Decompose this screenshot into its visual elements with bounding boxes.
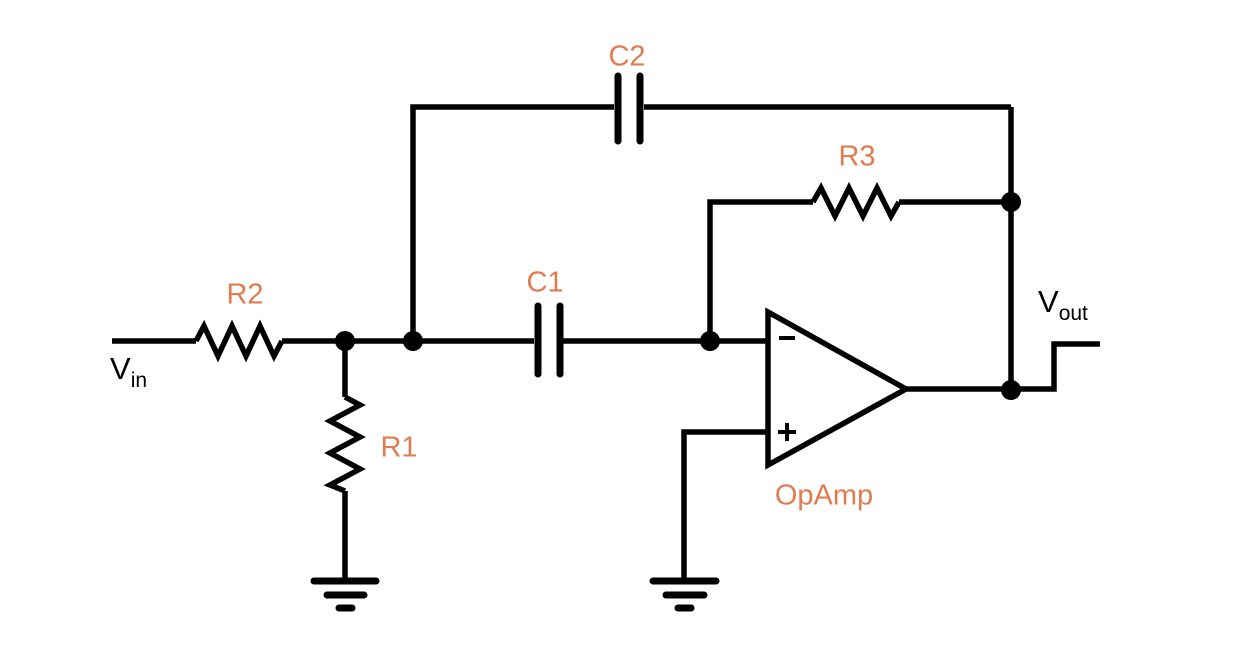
label-vout: Vout bbox=[1038, 284, 1088, 324]
resistor-r1-branch bbox=[323, 341, 366, 581]
label-r1: R1 bbox=[380, 431, 418, 464]
resistor-r2 bbox=[193, 319, 285, 363]
capacitor-c1 bbox=[534, 302, 564, 378]
ground-symbol-r1 bbox=[310, 577, 380, 612]
resistor-r3-branch bbox=[707, 181, 1011, 341]
opamp-symbol bbox=[765, 307, 912, 470]
noninverting-input-wire bbox=[681, 429, 768, 581]
label-r3: R3 bbox=[838, 140, 876, 173]
vin-main: V bbox=[110, 351, 131, 386]
junction-dot-r1 bbox=[335, 331, 355, 351]
label-opamp: OpAmp bbox=[774, 479, 874, 512]
label-vin: Vin bbox=[110, 351, 147, 391]
ground-symbol-opamp bbox=[649, 577, 720, 612]
r3-left-wire bbox=[707, 199, 813, 341]
label-r2: R2 bbox=[226, 278, 264, 311]
vout-wire bbox=[906, 341, 1100, 392]
vout-sub: out bbox=[1058, 302, 1088, 325]
junction-dot-output bbox=[1001, 380, 1021, 400]
resistor-r1 bbox=[323, 394, 366, 494]
label-c2: C2 bbox=[608, 40, 646, 73]
junction-dot-c2 bbox=[403, 331, 423, 351]
non-inverting-input-icon bbox=[778, 423, 796, 441]
vin-sub: in bbox=[130, 369, 148, 392]
resistor-r3 bbox=[810, 181, 902, 223]
junction-dot-inverting-input bbox=[700, 331, 720, 351]
c2-left-wire bbox=[410, 104, 614, 341]
junction-dot-r3-output bbox=[1001, 192, 1021, 212]
label-c1: C1 bbox=[526, 266, 564, 299]
opamp-triangle bbox=[765, 307, 912, 470]
vout-main: V bbox=[1038, 284, 1059, 319]
capacitor-c2-branch bbox=[410, 72, 1014, 390]
